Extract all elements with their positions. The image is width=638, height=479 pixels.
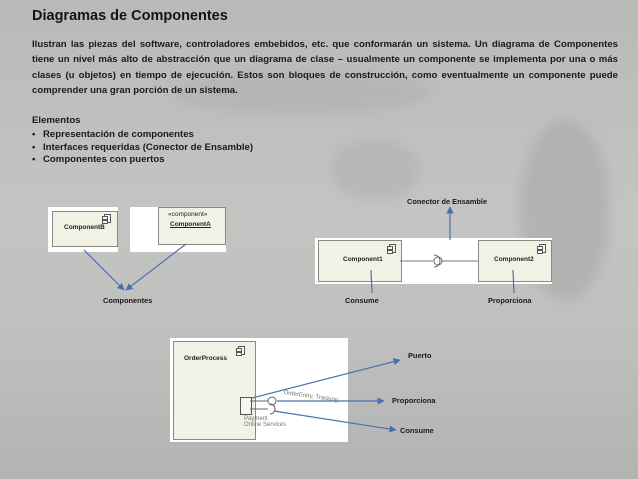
component1-label: Component1 <box>343 256 383 263</box>
list-item: Interfaces requeridas (Conector de Ensam… <box>32 142 253 155</box>
order-process-label: OrderProcess <box>184 355 227 362</box>
component-icon <box>104 214 111 223</box>
port-label: Puerto <box>408 351 431 360</box>
component-a-label: ComponentA <box>170 221 211 228</box>
component2-label: Component2 <box>494 256 534 263</box>
arrow-line <box>84 250 124 290</box>
component-icon <box>389 244 396 253</box>
provide-label: Proporciona <box>488 296 532 305</box>
background-wheel <box>330 140 420 200</box>
list-item: Componentes con puertos <box>32 154 253 167</box>
elements-heading: Elementos <box>32 115 81 126</box>
stereotype-label: «component» <box>168 211 207 218</box>
list-item: Representación de componentes <box>32 129 253 142</box>
diagram1-caption: Componentes <box>103 296 152 305</box>
consume-label: Consume <box>400 426 434 435</box>
elements-list: Representación de componentes Interfaces… <box>32 129 253 167</box>
component-icon <box>238 346 245 355</box>
port-square <box>240 397 252 415</box>
provide-label: Proporciona <box>392 396 436 405</box>
component-b-label: ComponentB <box>64 224 105 231</box>
page-title: Diagramas de Componentes <box>32 8 228 24</box>
connector-label: Conector de Ensamble <box>407 197 487 206</box>
component-icon <box>539 244 546 253</box>
required-interface-label: Payment Online Services <box>244 416 286 428</box>
consume-label: Consume <box>345 296 379 305</box>
description-paragraph: Ilustran las piezas del software, contro… <box>32 37 618 99</box>
